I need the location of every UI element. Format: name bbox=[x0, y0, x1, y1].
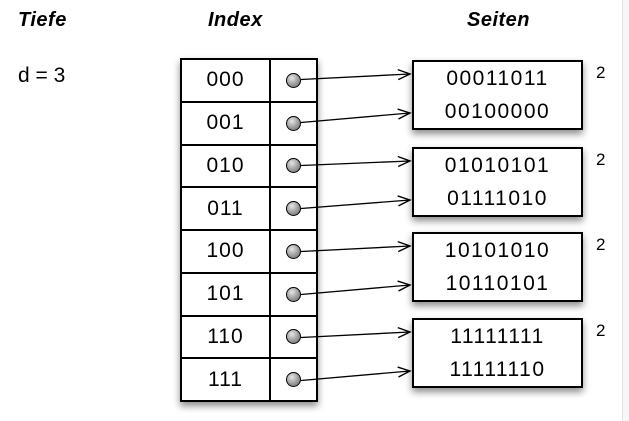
pointer-cell bbox=[271, 60, 316, 101]
pointer-cell bbox=[271, 103, 316, 144]
page-entry: 00100000 bbox=[444, 100, 551, 123]
index-row: 010 bbox=[182, 145, 316, 189]
page-entry: 01010101 bbox=[444, 154, 551, 177]
index-entry-label: 100 bbox=[182, 231, 271, 272]
pointer-cell bbox=[271, 146, 316, 187]
index-row: 100 bbox=[182, 231, 316, 274]
page-entry: 00011011 bbox=[446, 67, 549, 90]
index-heading: Index bbox=[208, 9, 263, 31]
pointer-cell bbox=[271, 188, 316, 229]
page-box: 11111111 11111110 bbox=[412, 318, 583, 388]
pointer-dot-icon bbox=[286, 201, 301, 217]
index-entry-label: 101 bbox=[182, 273, 271, 315]
pointer-dot-icon bbox=[286, 286, 301, 302]
index-row: 110 bbox=[182, 316, 316, 360]
page-entry: 10110101 bbox=[445, 272, 550, 295]
page-entry: 11111110 bbox=[449, 358, 546, 381]
page-box: 01010101 01111010 bbox=[412, 147, 583, 217]
index-entry-label: 001 bbox=[182, 102, 271, 144]
pointer-dot-icon bbox=[286, 72, 301, 88]
page-entry: 11111111 bbox=[450, 325, 545, 348]
index-row: 101 bbox=[182, 273, 316, 317]
index-entry-label: 111 bbox=[182, 359, 271, 400]
pointer-dot-icon bbox=[286, 372, 301, 388]
index-entry-label: 110 bbox=[182, 316, 271, 358]
local-depth-label: 2 bbox=[596, 63, 606, 82]
pointer-cell bbox=[271, 274, 316, 315]
pointer-cell bbox=[271, 359, 316, 400]
index-entry-label: 011 bbox=[182, 188, 271, 229]
page-entry: 10101010 bbox=[444, 239, 551, 262]
index-row: 000 bbox=[182, 60, 316, 103]
pointer-dot-icon bbox=[286, 158, 301, 174]
depth-heading: Tiefe bbox=[18, 9, 67, 31]
pointer-dot-icon bbox=[286, 243, 301, 259]
pointer-dot-icon bbox=[286, 115, 301, 131]
index-row: 111 bbox=[182, 359, 316, 400]
local-depth-label: 2 bbox=[596, 321, 606, 340]
local-depth-label: 2 bbox=[596, 235, 606, 254]
page-box: 10101010 10110101 bbox=[412, 232, 583, 302]
page-entry: 01111010 bbox=[447, 187, 548, 210]
pages-heading: Seiten bbox=[467, 9, 531, 31]
pointer-cell bbox=[271, 317, 316, 358]
global-depth-value: d = 3 bbox=[18, 64, 66, 87]
index-entry-label: 000 bbox=[182, 60, 271, 101]
page-box: 00011011 00100000 bbox=[412, 60, 583, 130]
index-row: 001 bbox=[182, 102, 316, 146]
index-entry-label: 010 bbox=[182, 145, 271, 187]
slide-edge bbox=[622, 0, 629, 421]
local-depth-label: 2 bbox=[596, 150, 606, 169]
index-row: 011 bbox=[182, 188, 316, 231]
pointer-dot-icon bbox=[286, 329, 301, 345]
pointer-cell bbox=[271, 231, 316, 272]
